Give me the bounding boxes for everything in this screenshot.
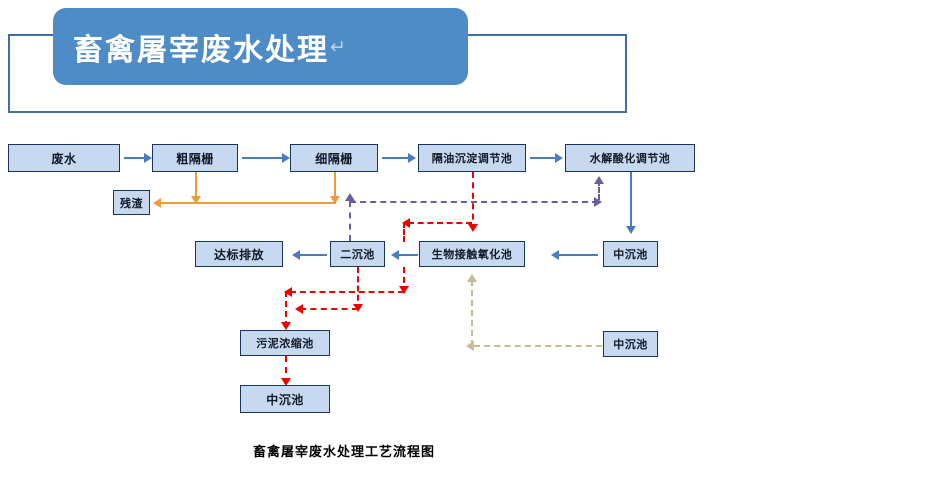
- connector-thickener-to-midsed-vert: [285, 356, 287, 384]
- arrowhead-right: [555, 153, 563, 163]
- arrowhead-down: [281, 322, 291, 330]
- node-mid-sedimentation-tank-bottom[interactable]: 中沉池: [240, 385, 330, 413]
- connector-midsed-to-bio: [556, 254, 598, 256]
- node-biological-contact-oxidation-tank[interactable]: 生物接触氧化池: [419, 241, 525, 267]
- connector-secondsed-to-hydrolysis-vert: [349, 201, 351, 241]
- connector-hydrolysis-to-midsed-vert: [630, 172, 632, 230]
- arrowhead-down: [330, 196, 340, 204]
- arrowhead-left: [153, 198, 161, 208]
- arrowhead-right: [408, 153, 416, 163]
- arrowhead-down: [353, 304, 363, 312]
- connector-sludge-lower-horiz: [300, 308, 358, 310]
- node-standard-discharge[interactable]: 达标排放: [195, 241, 283, 267]
- node-hydrolysis-acidification-tank[interactable]: 水解酸化调节池: [565, 144, 695, 172]
- node-fine-grid[interactable]: 细隔栅: [290, 144, 378, 172]
- connector-coarse-to-residue-vert: [195, 172, 197, 202]
- page-title: 畜禽屠宰废水处理: [73, 32, 329, 68]
- connector-fine-to-residue-vert: [334, 172, 336, 202]
- connector-wastewater-to-coarse: [124, 157, 146, 159]
- arrowhead-left: [391, 250, 399, 260]
- arrowhead-up: [345, 193, 355, 201]
- connector-secondsed-sludge-vert: [357, 267, 359, 310]
- connector-secondsed-to-discharge: [297, 254, 327, 256]
- arrowhead-down: [399, 286, 409, 294]
- connector-coarse-to-fine: [242, 157, 284, 159]
- arrowhead-down: [626, 226, 636, 234]
- arrowhead-left: [402, 218, 410, 228]
- connector-midsed2-return-horiz: [474, 345, 602, 347]
- connector-sludge-upper-horiz: [290, 291, 404, 293]
- arrowhead-left: [466, 341, 474, 351]
- node-oil-sedimentation-tank[interactable]: 隔油沉淀调节池: [418, 144, 526, 172]
- node-wastewater[interactable]: 废水: [8, 144, 120, 172]
- arrowhead-right: [282, 153, 290, 163]
- connector-sludge-down-to-bio: [403, 222, 405, 242]
- node-residue[interactable]: 残渣: [113, 190, 150, 215]
- arrowhead-left: [284, 287, 292, 297]
- connector-midsed2-return-vert: [471, 280, 473, 346]
- arrowhead-down: [191, 196, 201, 204]
- connector-bio-to-secondsed: [396, 254, 418, 256]
- node-coarse-grid[interactable]: 粗隔栅: [152, 144, 238, 172]
- arrowhead-right: [144, 153, 152, 163]
- node-mid-sedimentation-tank-right-lower[interactable]: 中沉池: [603, 331, 658, 357]
- connector-sludge-to-thickener-vert: [285, 291, 287, 327]
- arrowhead-left: [551, 250, 559, 260]
- node-mid-sedimentation-tank-right-upper[interactable]: 中沉池: [603, 241, 658, 267]
- node-sludge-thickening-tank[interactable]: 污泥浓缩池: [240, 330, 330, 356]
- arrowhead-left: [295, 304, 303, 314]
- connector-oil-to-hydrolysis: [530, 157, 561, 159]
- connector-residue-horiz: [158, 202, 336, 204]
- connector-oil-sludge-vert: [472, 172, 474, 230]
- arrowhead-left: [292, 250, 300, 260]
- arrowhead-down: [468, 224, 478, 232]
- node-secondary-sedimentation-tank[interactable]: 二沉池: [330, 241, 385, 267]
- paragraph-mark-icon: ↵: [330, 35, 346, 58]
- connector-secondsed-to-hydrolysis-horiz: [350, 201, 598, 203]
- connector-hydrolysis-feed-vert: [598, 180, 600, 200]
- connector-oil-sludge-horiz: [408, 222, 472, 224]
- arrowhead-up: [467, 274, 477, 282]
- arrowhead-up: [594, 176, 604, 184]
- connector-fine-to-oil: [382, 157, 412, 159]
- arrowhead-down: [281, 378, 291, 386]
- figure-caption: 畜禽屠宰废水处理工艺流程图: [252, 445, 435, 460]
- title-banner: 畜禽屠宰废水处理 ↵: [53, 8, 468, 85]
- connector-bio-sludge-vert: [403, 267, 405, 293]
- arrowhead-right: [594, 197, 602, 207]
